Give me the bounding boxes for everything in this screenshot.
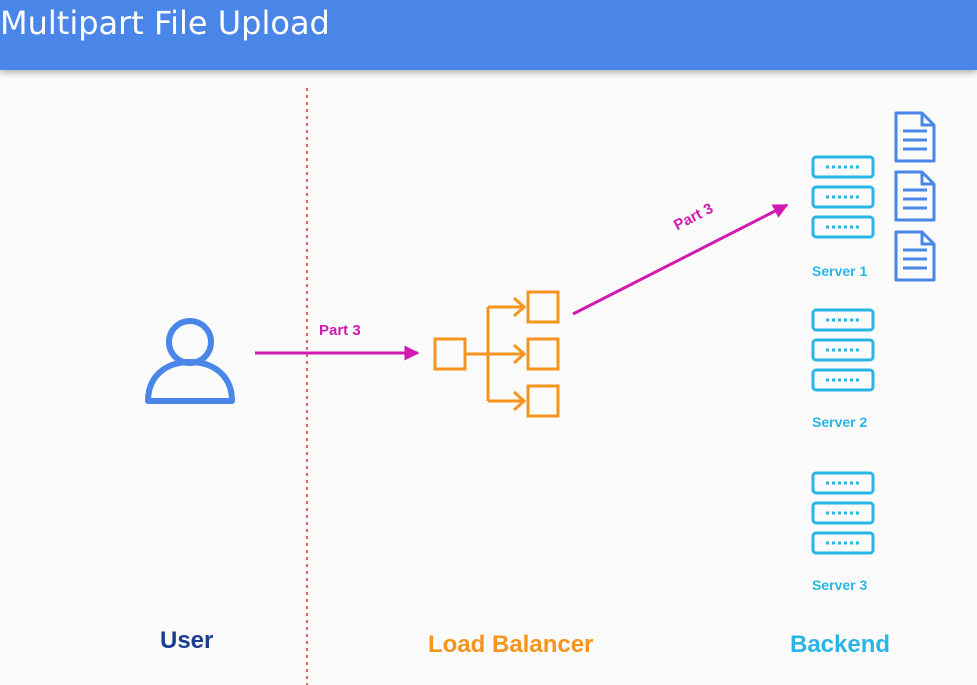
document-icon [894, 170, 936, 222]
server-icon [811, 308, 875, 392]
load-balancer-icon [433, 290, 560, 418]
server-2-label: Server 2 [812, 414, 868, 430]
arrow-lb-to-server [572, 203, 789, 316]
page-title: Multipart File Upload [0, 4, 330, 42]
user-icon [145, 318, 235, 404]
server-3-label: Server 3 [812, 577, 868, 593]
title-bar: Multipart File Upload [0, 0, 977, 70]
server-icon [811, 471, 875, 555]
document-icon [894, 111, 936, 163]
server-1-label: Server 1 [812, 263, 868, 279]
arrow-label-user-to-lb: Part 3 [319, 322, 361, 339]
document-icon [894, 230, 936, 282]
load-balancer-label: Load Balancer [428, 631, 594, 658]
server-icon [811, 155, 875, 239]
user-label: User [160, 627, 214, 654]
backend-label: Backend [790, 631, 891, 658]
